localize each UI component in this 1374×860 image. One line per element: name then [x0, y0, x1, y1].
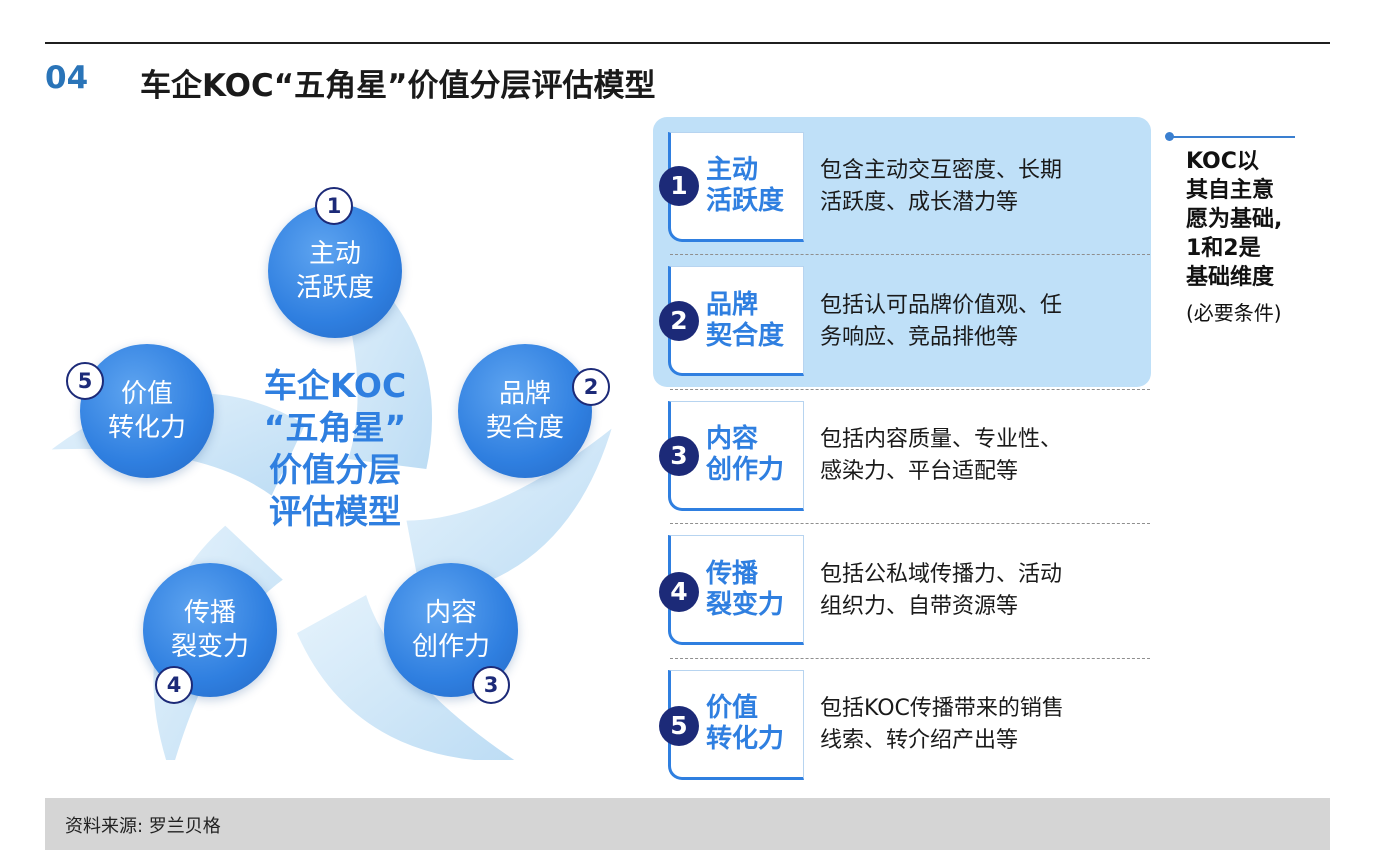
- dimension-3-label-line1: 内容: [706, 424, 759, 454]
- side-note-sub: (必要条件): [1186, 301, 1282, 325]
- dimension-1-desc-line1: 包含主动交互密度、长期: [820, 158, 1063, 183]
- source-footer: 资料来源: 罗兰贝格: [45, 798, 1330, 850]
- node-2-line1: 品牌: [498, 379, 551, 409]
- dimension-label-3: 内容 创作力: [706, 424, 802, 486]
- source-text: 资料来源: 罗兰贝格: [65, 816, 221, 837]
- row-separator: [670, 254, 1150, 255]
- dimension-desc-2: 包括认可品牌价值观、任 务响应、竞品排他等: [820, 290, 1140, 354]
- row-separator: [670, 389, 1150, 390]
- note-bullet-dot: [1165, 132, 1174, 141]
- dimension-1-label-line2: 活跃度: [706, 186, 785, 216]
- side-note: KOC以 其自主意 愿为基础, 1和2是 基础维度: [1186, 147, 1306, 292]
- diagram-node-2: 品牌 契合度: [458, 344, 592, 478]
- side-note-line-4: 1和2是: [1186, 236, 1261, 261]
- node-1-line2: 活跃度: [295, 273, 374, 303]
- dimension-4-label-line1: 传播: [706, 559, 759, 589]
- dimension-tab-3: [668, 401, 804, 511]
- dimension-4-desc-line2: 组织力、自带资源等: [820, 594, 1019, 619]
- dimension-number-4: 4: [659, 572, 699, 612]
- page-title: 车企KOC“五角星”价值分层评估模型: [140, 68, 656, 104]
- side-note-line-5: 基础维度: [1186, 265, 1275, 290]
- diagram-node-1: 主动 活跃度: [268, 204, 402, 338]
- dimension-number-3: 3: [659, 436, 699, 476]
- dimension-number-5: 5: [659, 706, 699, 746]
- dimension-5-desc-line1: 包括KOC传播带来的销售: [820, 696, 1064, 721]
- dimension-label-4: 传播 裂变力: [706, 559, 802, 621]
- dimension-desc-1: 包含主动交互密度、长期 活跃度、成长潜力等: [820, 155, 1140, 219]
- diagram-node-5: 价值 转化力: [80, 344, 214, 478]
- node-4-line1: 传播: [183, 598, 236, 628]
- node-5-badge: 5: [66, 362, 104, 400]
- dimension-3-label-line2: 创作力: [706, 455, 785, 485]
- node-5-line1: 价值: [120, 379, 173, 409]
- dimension-label-5: 价值 转化力: [706, 693, 802, 755]
- center-line-4: 评估模型: [269, 492, 401, 531]
- node-1-badge: 1: [315, 187, 353, 225]
- dimension-1-label-line1: 主动: [706, 155, 759, 185]
- center-line-2: “五角星”: [263, 408, 407, 447]
- node-3-line1: 内容: [424, 598, 477, 628]
- note-connector-line: [1170, 136, 1295, 138]
- side-note-line-3: 愿为基础,: [1186, 207, 1283, 232]
- node-3-line2: 创作力: [411, 632, 490, 662]
- node-1-line1: 主动: [308, 239, 361, 269]
- node-3-badge: 3: [472, 666, 510, 704]
- dimension-2-label-line1: 品牌: [706, 290, 759, 320]
- dimension-2-label-line2: 契合度: [706, 321, 785, 351]
- dimension-2-desc-line1: 包括认可品牌价值观、任: [820, 293, 1063, 318]
- side-note-line-2: 其自主意: [1186, 178, 1275, 203]
- dimension-label-2: 品牌 契合度: [706, 290, 802, 352]
- dimension-desc-3: 包括内容质量、专业性、 感染力、平台适配等: [820, 424, 1140, 488]
- section-number: 04: [45, 60, 89, 96]
- dimension-4-label-line2: 裂变力: [706, 590, 785, 620]
- dimension-desc-4: 包括公私域传播力、活动 组织力、自带资源等: [820, 559, 1140, 623]
- row-separator: [670, 658, 1150, 659]
- top-rule: [45, 42, 1330, 44]
- row-separator: [670, 523, 1150, 524]
- diagram-center-title: 车企KOC “五角星” 价值分层 评估模型: [230, 365, 440, 533]
- dimension-5-label-line2: 转化力: [706, 724, 785, 754]
- dimension-number-1: 1: [659, 166, 699, 206]
- node-2-badge: 2: [572, 368, 610, 406]
- dimension-tab-4: [668, 535, 804, 645]
- node-2-line2: 契合度: [485, 413, 564, 443]
- dimension-number-2: 2: [659, 301, 699, 341]
- node-5-line2: 转化力: [107, 413, 186, 443]
- dimension-desc-5: 包括KOC传播带来的销售 线索、转介绍产出等: [820, 693, 1140, 757]
- node-4-badge: 4: [155, 666, 193, 704]
- dimension-5-desc-line2: 线索、转介绍产出等: [820, 728, 1019, 753]
- dimension-5-label-line1: 价值: [706, 693, 759, 723]
- dimension-3-desc-line2: 感染力、平台适配等: [820, 459, 1019, 484]
- dimension-4-desc-line1: 包括公私域传播力、活动: [820, 562, 1063, 587]
- dimension-label-1: 主动 活跃度: [706, 155, 802, 217]
- side-note-line-1: KOC以: [1186, 149, 1259, 174]
- dimension-2-desc-line2: 务响应、竞品排他等: [820, 325, 1019, 350]
- node-4-line2: 裂变力: [170, 632, 249, 662]
- center-line-1: 车企KOC: [263, 366, 407, 405]
- dimension-1-desc-line2: 活跃度、成长潜力等: [820, 190, 1019, 215]
- center-line-3: 价值分层: [269, 450, 401, 489]
- dimension-3-desc-line1: 包括内容质量、专业性、: [820, 427, 1063, 452]
